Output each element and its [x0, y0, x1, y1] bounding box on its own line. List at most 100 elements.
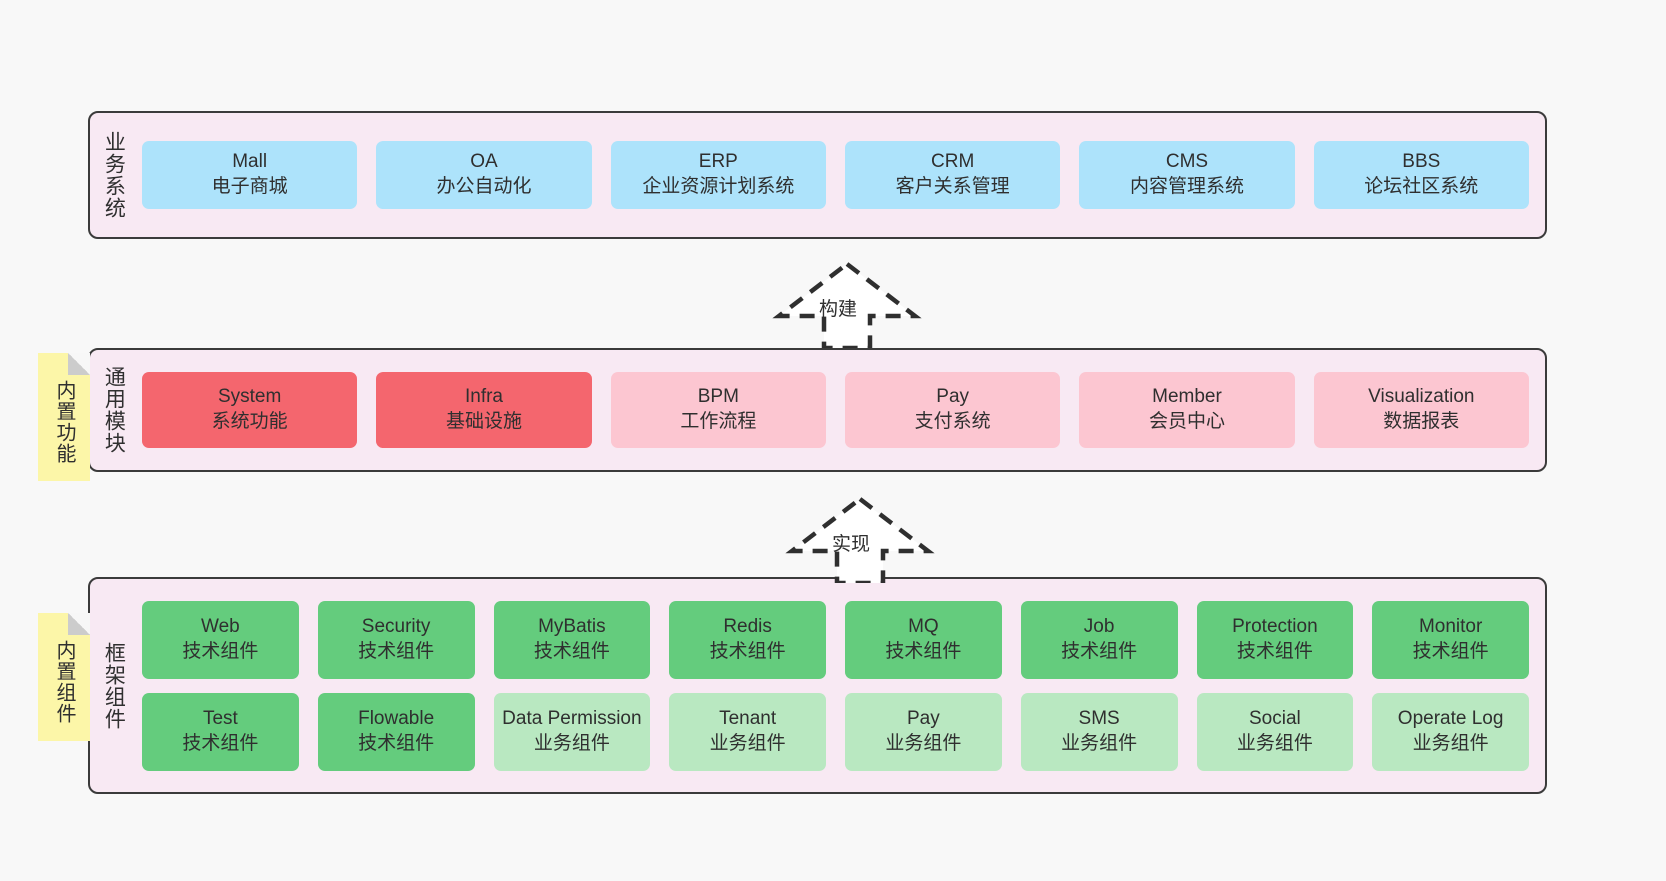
card-title: Tenant	[719, 707, 777, 729]
card-subtitle: 技术组件	[1236, 640, 1313, 662]
card-subtitle: 办公自动化	[436, 176, 532, 197]
card-subtitle: 电子商城	[211, 176, 288, 197]
module-card-crm[interactable]: CRM 客户关系管理	[844, 141, 1061, 209]
layer-row: System 系统功能 Infra 基础设施 BPM 工作流程 Pay 支付系统…	[142, 372, 1529, 448]
card-subtitle: 技术组件	[1412, 640, 1489, 662]
card-subtitle: 技术组件	[358, 732, 435, 754]
component-card-security[interactable]: Security 技术组件	[317, 600, 475, 679]
component-card-protection[interactable]: Protection 技术组件	[1196, 600, 1354, 679]
component-card-social[interactable]: Social 业务组件	[1196, 692, 1354, 771]
card-title: OA	[470, 151, 498, 173]
card-title: CMS	[1165, 151, 1209, 173]
dashed-up-arrow-icon	[772, 261, 922, 348]
module-card-mall[interactable]: Mall 电子商城	[142, 141, 358, 209]
module-card-oa[interactable]: OA 办公自动化	[376, 141, 592, 209]
card-title: MyBatis	[538, 615, 606, 637]
card-subtitle: 工作流程	[680, 411, 757, 432]
card-title: BBS	[1402, 151, 1441, 173]
component-card-operate-log[interactable]: Operate Log 业务组件	[1372, 692, 1529, 771]
layer-title-business: 业务系统	[102, 131, 126, 219]
layer-row: Mall 电子商城 OA 办公自动化 ERP 企业资源计划系统 CRM 客户关系…	[142, 141, 1529, 209]
module-card-cms[interactable]: CMS 内容管理系统	[1079, 141, 1295, 209]
component-card-flowable[interactable]: Flowable 技术组件	[317, 692, 475, 771]
card-subtitle: 会员中心	[1148, 411, 1225, 432]
card-title: MQ	[908, 615, 939, 637]
card-subtitle: 内容管理系统	[1129, 176, 1244, 197]
card-subtitle: 技术组件	[533, 640, 610, 662]
card-title: BPM	[697, 386, 739, 408]
card-title: Job	[1083, 615, 1115, 637]
component-card-mq[interactable]: MQ 技术组件	[845, 600, 1002, 679]
card-subtitle: 技术组件	[709, 640, 786, 662]
card-subtitle: 技术组件	[182, 732, 259, 754]
arrow-label-build: 构建	[819, 299, 858, 320]
component-card-monitor[interactable]: Monitor 技术组件	[1372, 600, 1529, 679]
module-card-system[interactable]: System 系统功能	[142, 372, 358, 448]
component-card-redis[interactable]: Redis 技术组件	[669, 600, 826, 679]
card-subtitle: 业务组件	[533, 732, 610, 754]
module-card-bpm[interactable]: BPM 工作流程	[610, 372, 826, 448]
card-subtitle: 业务组件	[1412, 732, 1489, 754]
card-subtitle: 企业资源计划系统	[642, 176, 795, 197]
card-title: System	[217, 386, 282, 408]
card-title: Monitor	[1418, 615, 1483, 637]
module-card-erp[interactable]: ERP 企业资源计划系统	[610, 141, 826, 209]
layer-title-common: 通用模块	[102, 366, 126, 454]
module-card-pay[interactable]: Pay 支付系统	[844, 372, 1061, 448]
card-subtitle: 技术组件	[885, 640, 962, 662]
card-subtitle: 支付系统	[914, 411, 991, 432]
card-title: Social	[1249, 707, 1301, 729]
module-card-member[interactable]: Member 会员中心	[1079, 372, 1295, 448]
card-title: Member	[1152, 386, 1222, 408]
note-label: 内置组件	[53, 640, 75, 724]
card-subtitle: 技术组件	[182, 640, 259, 662]
card-title: Pay	[907, 707, 940, 729]
card-subtitle: 系统功能	[211, 411, 288, 432]
layer-common-modules: 通用模块 System 系统功能 Infra 基础设施 BPM 工作流程 Pay…	[88, 348, 1547, 472]
card-subtitle: 业务组件	[1061, 732, 1138, 754]
component-card-test[interactable]: Test 技术组件	[142, 692, 299, 771]
card-title: Mall	[232, 151, 268, 173]
card-subtitle: 业务组件	[709, 732, 786, 754]
arrow-build-up: 构建	[757, 258, 937, 348]
card-title: Pay	[936, 386, 970, 408]
component-card-web[interactable]: Web 技术组件	[142, 600, 299, 679]
card-title: Protection	[1232, 615, 1318, 637]
card-title: Web	[201, 615, 240, 637]
module-card-visualization[interactable]: Visualization 数据报表	[1313, 372, 1529, 448]
dashed-up-arrow-icon	[785, 496, 935, 583]
card-subtitle: 技术组件	[1061, 640, 1138, 662]
component-card-sms[interactable]: SMS 业务组件	[1020, 692, 1178, 771]
card-subtitle: 基础设施	[445, 411, 522, 432]
card-title: Visualization	[1368, 386, 1475, 408]
card-title: Test	[202, 707, 238, 729]
component-card-data-permission[interactable]: Data Permission 业务组件	[493, 692, 651, 771]
card-title: Redis	[723, 615, 772, 637]
card-title: Data Permission	[502, 707, 642, 729]
layer-business-systems: 业务系统 Mall 电子商城 OA 办公自动化 ERP 企业资源计划系统 CRM…	[88, 111, 1547, 239]
layer-body-framework: Web 技术组件 Security 技术组件 MyBatis 技术组件 Redi…	[136, 579, 1545, 792]
component-card-mybatis[interactable]: MyBatis 技术组件	[493, 600, 651, 679]
card-subtitle: 客户关系管理	[895, 176, 1010, 197]
card-title: Operate Log	[1397, 707, 1504, 729]
layer-body-business: Mall 电子商城 OA 办公自动化 ERP 企业资源计划系统 CRM 客户关系…	[136, 113, 1545, 237]
card-title: ERP	[698, 151, 738, 173]
arrow-label-implement: 实现	[832, 534, 871, 555]
component-card-tenant[interactable]: Tenant 业务组件	[669, 692, 826, 771]
card-title: Infra	[464, 386, 503, 408]
card-title: Flowable	[358, 707, 435, 729]
module-card-infra[interactable]: Infra 基础设施	[376, 372, 592, 448]
component-card-job[interactable]: Job 技术组件	[1020, 600, 1178, 679]
card-title: CRM	[931, 151, 975, 173]
layer-title-framework: 框架组件	[102, 641, 126, 730]
arrow-implement-up: 实现	[770, 493, 950, 583]
card-subtitle: 业务组件	[885, 732, 962, 754]
module-card-bbs[interactable]: BBS 论坛社区系统	[1313, 141, 1529, 209]
layer-framework-components: 框架组件 Web 技术组件 Security 技术组件 MyBatis 技术组件…	[88, 577, 1547, 794]
note-label: 内置功能	[53, 380, 75, 464]
card-title: SMS	[1078, 707, 1120, 729]
card-subtitle: 技术组件	[358, 640, 435, 662]
sticky-note-builtin-components: 内置组件	[38, 613, 90, 741]
component-card-pay[interactable]: Pay 业务组件	[845, 692, 1002, 771]
